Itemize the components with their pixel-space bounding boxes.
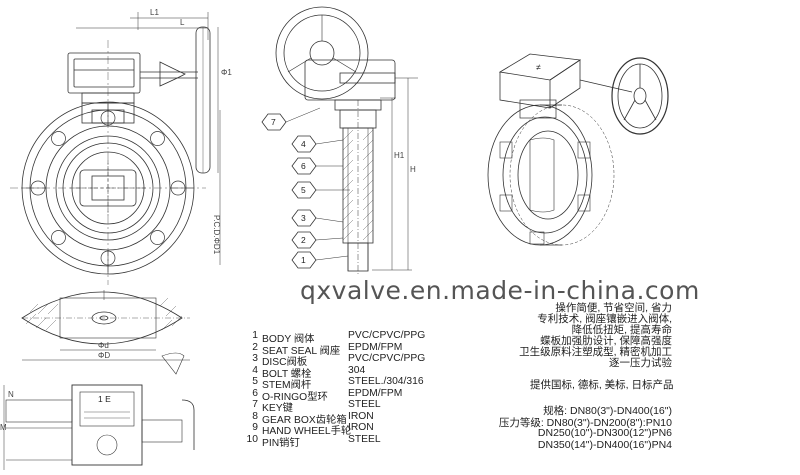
callout-5: 5 [291,181,350,199]
callout-7: 7 [261,107,321,131]
dim-h1-label: H1 [394,151,405,160]
part-name: BOLT 螺栓 [262,368,312,380]
spec-line: DN350(14")-DN400(16")PN4 [537,439,672,451]
callout-group: 7 4 6 5 3 [261,107,350,269]
service-line: 提供国标, 德标, 美标, 日标产品 [530,379,674,391]
feature-line: 蝶板加强肋设计, 保障高强度 [540,335,672,347]
svg-text:2: 2 [301,235,306,245]
feature-line: 操作简便, 节省空间, 省力 [555,302,672,314]
gearbox-mark: ≠ [536,62,541,72]
gearbox-label: 1 E [98,394,111,404]
callout-4: 4 [291,135,344,153]
part-number: 6 [252,387,258,399]
part-material: PVC/CPVC/PPG [348,330,426,341]
dim-d-big-label: ΦD [98,351,110,360]
callout-6: 6 [291,157,343,175]
part-material: 304 [348,364,366,376]
part-number: 10 [246,433,258,445]
svg-text:7: 7 [271,117,276,127]
part-material: STEEL [348,433,381,445]
dim-phi1-label: Φ1 [221,68,232,77]
part-name: GEAR BOX齿轮箱 [262,414,347,426]
front-view: L1 L Φ1 P.C.D.ΦD1 [10,8,232,285]
part-number: 1 [252,330,258,341]
svg-text:4: 4 [301,139,306,149]
callout-3: 3 [291,209,344,227]
parts-list: 1 BODY 阀体 PVC/CPVC/PPG 2 SEAT SEAL 阀座 EP… [244,330,504,470]
svg-text:6: 6 [301,161,306,171]
part-name: BODY 阀体 [262,334,315,345]
part-material: PVC/CPVC/PPG [348,353,426,364]
part-number: 2 [252,341,258,353]
svg-text:1: 1 [301,255,306,265]
part-material: IRON [348,422,374,433]
callout-1: 1 [291,251,349,269]
part-material: EPDM/FPM [348,341,403,353]
part-name: DISC阀板 [262,357,308,368]
dim-m-label: M [0,423,7,432]
watermark-text: qxvalve.en.made-in-china.com [300,276,700,305]
isometric-view: ≠ [487,53,669,246]
part-name: O-RINGO型环 [262,391,328,403]
part-name: PIN销钉 [262,437,300,449]
feature-line: 降低低扭矩, 提高寿命 [571,324,672,336]
part-number: 9 [252,422,258,433]
part-material: STEEL [348,399,381,410]
part-material: IRON [348,410,374,422]
part-number: 4 [252,364,258,376]
svg-text:5: 5 [301,185,306,195]
part-name: SEAT SEAL 阀座 [262,345,341,357]
bottom-side-view: 1 E N M [0,352,195,470]
dim-d-small-label: Φd [98,341,109,350]
dim-n-label: N [8,390,14,399]
top-section-view: Φd ΦD [21,290,190,361]
dim-l1-label: L1 [150,8,159,17]
dim-l-label: L [180,18,185,27]
feature-block: 操作简便, 节省空间, 省力 专利技术, 阀座镶嵌进入阀体, 降低低扭矩, 提高… [472,300,672,370]
callout-2: 2 [291,231,344,249]
spec-line: 压力等级: DN80(3")-DN200(8"):PN10 [498,417,672,429]
part-number: 3 [252,353,258,364]
feature-line: 卫生级原料注塑成型, 精密机加工 [519,346,672,358]
part-material: STEEL./304/316 [348,376,424,387]
part-name: HAND WHEEL手轮 [262,426,352,437]
feature-line: 专利技术, 阀座镶嵌进入阀体, [537,313,672,325]
spec-line: 规格: DN80(3")-DN400(16") [543,405,672,417]
feature-line: 逐一压力试验 [609,357,672,369]
part-number: 5 [252,376,258,387]
spec-block: 规格: DN80(3")-DN400(16") 压力等级: DN80(3")-D… [432,403,672,451]
part-number: 7 [252,399,258,410]
part-name: KEY键 [262,403,293,414]
spec-line: DN250(10")-DN300(12")PN6 [537,427,672,439]
dim-pcd-label: P.C.D.ΦD1 [212,215,221,255]
part-material: EPDM/FPM [348,387,403,399]
dim-h-label: H [410,165,416,174]
part-number: 8 [252,410,258,422]
svg-text:3: 3 [301,213,306,223]
section-view: H1 H 7 4 6 5 [261,6,418,276]
part-name: STEM阀杆 [262,380,312,391]
